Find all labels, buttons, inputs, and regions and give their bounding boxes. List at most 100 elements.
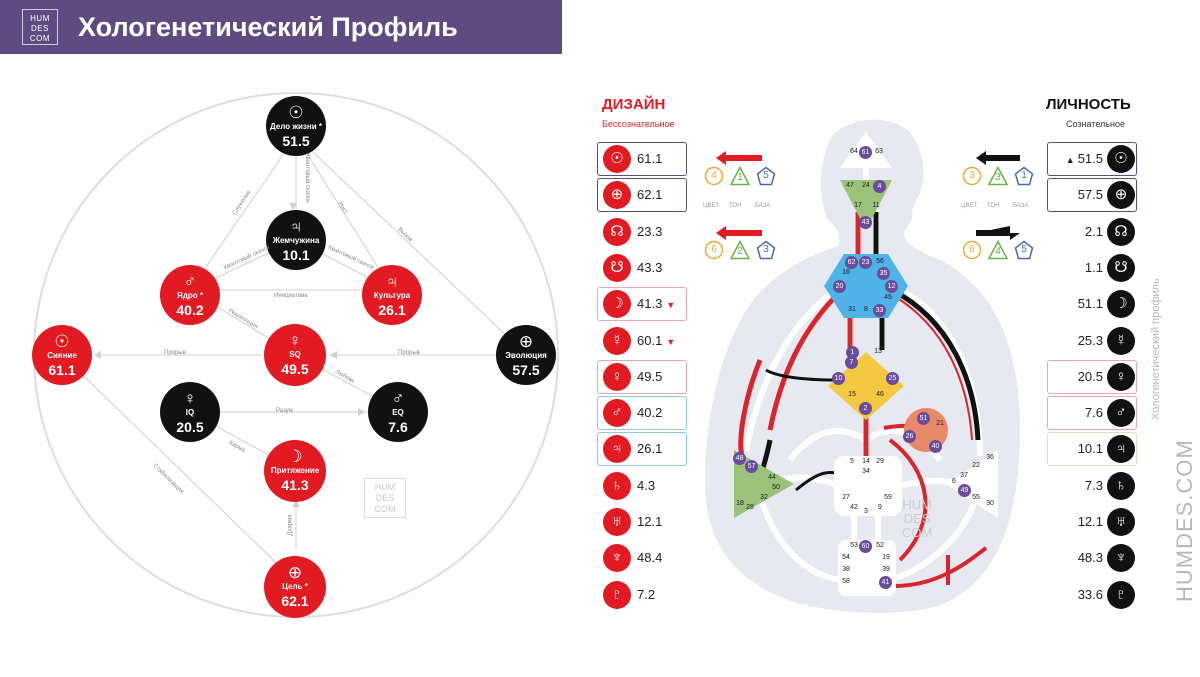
gate-2[interactable]: 2 <box>859 402 872 415</box>
gate-54[interactable]: 54 <box>842 554 850 561</box>
personality-row[interactable]: ☉▲51.5 <box>1047 142 1139 176</box>
gate-21[interactable]: 21 <box>936 420 944 427</box>
gate-36[interactable]: 36 <box>986 454 994 461</box>
design-row[interactable]: ♅12.1 <box>597 505 689 539</box>
personality-row[interactable]: ♀20.5 <box>1047 359 1139 394</box>
gate-49[interactable]: 49 <box>958 484 971 497</box>
gate-34[interactable]: 34 <box>862 468 870 475</box>
design-row[interactable]: ♃26.1 <box>597 432 689 467</box>
node-iq[interactable]: ♀ IQ 20.5 <box>160 382 220 442</box>
gate-41[interactable]: 41 <box>879 576 892 589</box>
node-sq[interactable]: ♀ SQ 49.5 <box>264 324 326 386</box>
gate-27[interactable]: 27 <box>842 494 850 501</box>
gate-38[interactable]: 38 <box>842 566 850 573</box>
gate-62[interactable]: 62 <box>845 256 858 269</box>
node-kultura[interactable]: ♃ Культура 26.1 <box>362 265 422 325</box>
gate-14[interactable]: 14 <box>862 458 870 465</box>
gate-45[interactable]: 45 <box>884 294 892 301</box>
node-yadro[interactable]: ♂ Ядро * 40.2 <box>160 265 220 325</box>
personality-row[interactable]: ♄7.3 <box>1047 469 1139 503</box>
gate-17[interactable]: 17 <box>854 202 862 209</box>
design-row[interactable]: ☋43.3 <box>597 251 689 285</box>
gate-37[interactable]: 37 <box>960 472 968 479</box>
gate-18[interactable]: 18 <box>736 500 744 507</box>
node-eq[interactable]: ♂ EQ 7.6 <box>368 382 428 442</box>
gate-8[interactable]: 8 <box>864 306 868 313</box>
gate-13[interactable]: 13 <box>874 348 882 355</box>
gate-42[interactable]: 42 <box>850 504 858 511</box>
gate-16[interactable]: 16 <box>842 269 850 276</box>
gate-33[interactable]: 33 <box>873 304 886 317</box>
gate-3[interactable]: 3 <box>864 508 868 515</box>
gate-12[interactable]: 12 <box>885 280 898 293</box>
gate-52[interactable]: 52 <box>876 542 884 549</box>
gate-60[interactable]: 60 <box>859 540 872 553</box>
gate-25[interactable]: 25 <box>886 372 899 385</box>
node-zhemchuzhina[interactable]: ♃ Жемчужина 10.1 <box>266 210 326 270</box>
gate-56[interactable]: 56 <box>876 258 884 265</box>
gate-32[interactable]: 32 <box>760 494 768 501</box>
gate-48[interactable]: 48 <box>733 452 746 465</box>
gate-39[interactable]: 39 <box>882 566 890 573</box>
design-row[interactable]: ⊕62.1 <box>597 178 689 213</box>
gate-1[interactable]: 1 <box>846 346 859 359</box>
gate-28[interactable]: 28 <box>746 504 754 511</box>
gate-15[interactable]: 15 <box>848 391 856 398</box>
gate-57[interactable]: 57 <box>745 460 758 473</box>
personality-row[interactable]: ☊2.1 <box>1047 215 1139 249</box>
gate-43[interactable]: 43 <box>859 216 872 229</box>
design-row[interactable]: ☿60.1▼ <box>597 324 689 358</box>
personality-row[interactable]: ☋1.1 <box>1047 251 1139 285</box>
humdes-logo[interactable]: HUM DES COM <box>22 9 58 45</box>
node-siyanie[interactable]: ☉ Сияние 61.1 <box>32 325 92 385</box>
personality-row[interactable]: ♂7.6 <box>1047 396 1139 431</box>
gate-58[interactable]: 58 <box>842 578 850 585</box>
gate-63[interactable]: 63 <box>875 148 883 155</box>
design-row[interactable]: ♀49.5 <box>597 359 689 394</box>
gate-24[interactable]: 24 <box>862 182 870 189</box>
gate-20[interactable]: 20 <box>833 280 846 293</box>
gate-40[interactable]: 40 <box>929 440 942 453</box>
gate-4[interactable]: 4 <box>873 180 886 193</box>
gate-64[interactable]: 64 <box>850 148 858 155</box>
gate-6[interactable]: 6 <box>952 478 956 485</box>
gate-51[interactable]: 51 <box>917 412 930 425</box>
personality-row[interactable]: ♇33.6 <box>1047 578 1139 612</box>
gate-11[interactable]: 11 <box>872 202 880 209</box>
gate-5[interactable]: 5 <box>850 458 854 465</box>
personality-row[interactable]: ☽51.1 <box>1047 287 1139 321</box>
design-row[interactable]: ♇7.2 <box>597 578 689 612</box>
gate-53[interactable]: 53 <box>850 542 858 549</box>
gate-19[interactable]: 19 <box>882 554 890 561</box>
gate-59[interactable]: 59 <box>884 494 892 501</box>
gate-61[interactable]: 61 <box>859 146 872 159</box>
personality-row[interactable]: ♅12.1 <box>1047 505 1139 539</box>
design-row[interactable]: ♄4.3 <box>597 469 689 503</box>
design-row[interactable]: ☽41.3▼ <box>597 287 689 322</box>
gate-26[interactable]: 26 <box>903 430 916 443</box>
gate-30[interactable]: 30 <box>986 500 994 507</box>
gate-47[interactable]: 47 <box>846 182 854 189</box>
design-row[interactable]: ☉61.1 <box>597 142 689 176</box>
personality-row[interactable]: ☿25.3 <box>1047 324 1139 358</box>
design-row[interactable]: ♂40.2 <box>597 396 689 431</box>
node-evolyutsiya[interactable]: ⊕ Эволюция 57.5 <box>496 325 556 385</box>
node-delo-zhizni[interactable]: ☉ Дело жизни * 51.5 <box>266 96 326 156</box>
design-row[interactable]: ♆48.4 <box>597 541 689 575</box>
gate-7[interactable]: 7 <box>845 356 858 369</box>
gate-35[interactable]: 35 <box>877 267 890 280</box>
gate-46[interactable]: 46 <box>876 391 884 398</box>
personality-row[interactable]: ♃10.1 <box>1047 432 1139 467</box>
gate-50[interactable]: 50 <box>772 484 780 491</box>
design-row[interactable]: ☊23.3 <box>597 215 689 249</box>
personality-row[interactable]: ⊕57.5 <box>1047 178 1139 213</box>
node-prityazhenie[interactable]: ☽ Притяжение 41.3 <box>264 440 326 502</box>
gate-44[interactable]: 44 <box>768 474 776 481</box>
gate-22[interactable]: 22 <box>972 462 980 469</box>
gate-9[interactable]: 9 <box>878 504 882 511</box>
gate-29[interactable]: 29 <box>876 458 884 465</box>
gate-31[interactable]: 31 <box>848 306 856 313</box>
node-tsel[interactable]: ⊕ Цель * 62.1 <box>264 556 326 618</box>
gate-10[interactable]: 10 <box>832 372 845 385</box>
gate-55[interactable]: 55 <box>972 494 980 501</box>
